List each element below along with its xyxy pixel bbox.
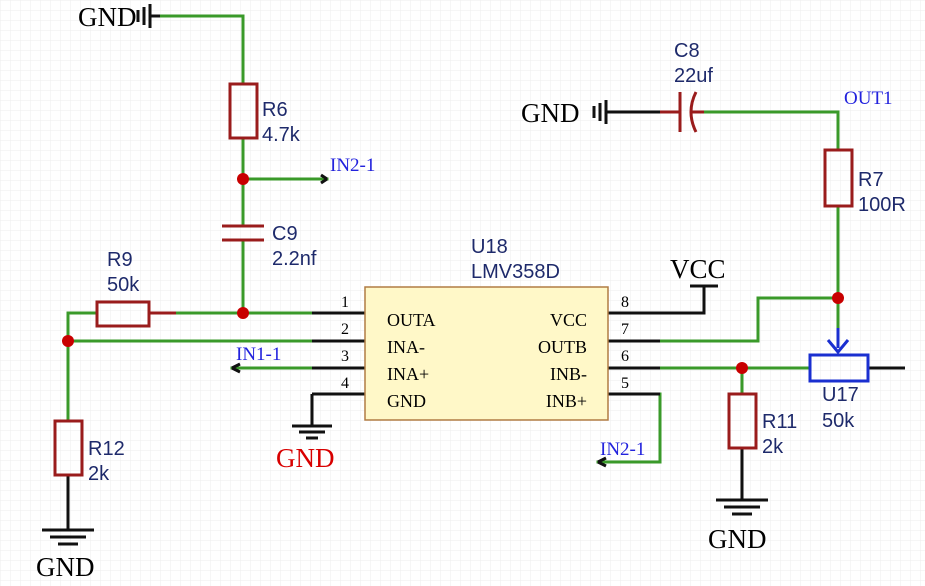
u17-value: 50k bbox=[822, 410, 855, 432]
capacitor-c9 bbox=[222, 224, 264, 242]
u18-pin-name-gnd: GND bbox=[387, 391, 426, 411]
pin-stubs bbox=[66, 14, 905, 530]
u18-pin-num-5: 5 bbox=[621, 375, 629, 392]
r7-ref: R7 bbox=[858, 169, 884, 191]
gnd-label-top: GND bbox=[78, 2, 137, 32]
potentiometer-u17 bbox=[808, 328, 870, 383]
resistor-r6 bbox=[228, 82, 259, 140]
gnd-label-r11: GND bbox=[708, 524, 767, 554]
junction-left bbox=[62, 335, 74, 347]
u18-pin-num-6: 6 bbox=[621, 348, 629, 365]
c8-ref: C8 bbox=[674, 40, 700, 62]
gnd-label-c8: GND bbox=[521, 98, 580, 128]
r7-value: 100R bbox=[858, 194, 906, 216]
junction-r7 bbox=[832, 292, 844, 304]
net-label-out1: OUT1 bbox=[844, 88, 893, 109]
u18-pin-name-inb-plus: INB+ bbox=[546, 391, 587, 411]
u18-pin-name-ina-plus: INA+ bbox=[387, 364, 429, 384]
u18-pin-name-outb: OUTB bbox=[538, 337, 587, 357]
r6-ref: R6 bbox=[262, 99, 288, 121]
u18-chip-body bbox=[364, 286, 609, 421]
junction-outa bbox=[237, 307, 249, 319]
u17-ref: U17 bbox=[822, 384, 859, 406]
u18-right-pins bbox=[608, 311, 660, 396]
wire-c8-r7 bbox=[702, 110, 840, 152]
gnd-symbol-c8 bbox=[592, 100, 608, 124]
gnd-symbol-r12 bbox=[42, 528, 94, 546]
r6-value: 4.7k bbox=[262, 124, 301, 146]
in1-arrow bbox=[231, 362, 241, 374]
r12-ref: R12 bbox=[88, 438, 125, 460]
resistor-r7 bbox=[823, 148, 854, 208]
u18-pin-name-inb-minus: INB- bbox=[550, 364, 587, 384]
gnd-label-r12: GND bbox=[36, 552, 95, 582]
u18-value: LMV358D bbox=[471, 261, 560, 283]
resistor-r12 bbox=[53, 419, 84, 477]
u18-pin-num-8: 8 bbox=[621, 294, 629, 311]
wire-outb-tap bbox=[756, 296, 840, 343]
u18-pin-name-vcc: VCC bbox=[550, 310, 587, 330]
junction-r11 bbox=[736, 362, 748, 374]
u18-pin-num-1: 1 bbox=[341, 294, 349, 311]
u18-left-pins bbox=[312, 311, 365, 396]
in2-top-arrow bbox=[320, 173, 328, 185]
wire-in2-bottom bbox=[596, 392, 662, 464]
u18-ref: U18 bbox=[471, 236, 508, 258]
in2-arrow bbox=[597, 456, 607, 468]
vcc-label: VCC bbox=[670, 254, 726, 284]
u18-pin-num-7: 7 bbox=[621, 321, 629, 338]
wire-gnd-r6 bbox=[158, 14, 245, 86]
junctions bbox=[62, 173, 844, 374]
u18-pin-num-4: 4 bbox=[341, 375, 349, 392]
gnd-label-u18: GND bbox=[276, 443, 335, 473]
gnd-symbol-u18 bbox=[292, 424, 332, 440]
r12-value: 2k bbox=[88, 463, 110, 485]
vcc-stub bbox=[660, 284, 718, 315]
r11-value: 2k bbox=[762, 436, 784, 458]
gnd-symbol-top bbox=[136, 4, 152, 28]
resistor-r11 bbox=[727, 392, 758, 450]
r9-ref: R9 bbox=[107, 249, 133, 271]
c9-value: 2.2nf bbox=[272, 248, 317, 270]
u18-pin-name-ina-minus: INA- bbox=[387, 337, 425, 357]
r9-value: 50k bbox=[107, 274, 140, 296]
c9-ref: C9 bbox=[272, 223, 298, 245]
net-label-in1: IN1-1 bbox=[236, 344, 281, 365]
junction-in2 bbox=[237, 173, 249, 185]
u18-pin-num-2: 2 bbox=[341, 321, 349, 338]
wires bbox=[66, 14, 840, 464]
u18-pin-num-3: 3 bbox=[341, 348, 349, 365]
u18-pin-name-outa: OUTA bbox=[387, 310, 436, 330]
net-label-in2-top: IN2-1 bbox=[330, 155, 375, 176]
r11-ref: R11 bbox=[762, 411, 797, 433]
gnd-symbol-r11 bbox=[716, 498, 768, 516]
c8-value: 22uf bbox=[674, 65, 713, 87]
capacitor-c8 bbox=[660, 91, 704, 133]
net-label-in2-bottom: IN2-1 bbox=[600, 439, 645, 460]
